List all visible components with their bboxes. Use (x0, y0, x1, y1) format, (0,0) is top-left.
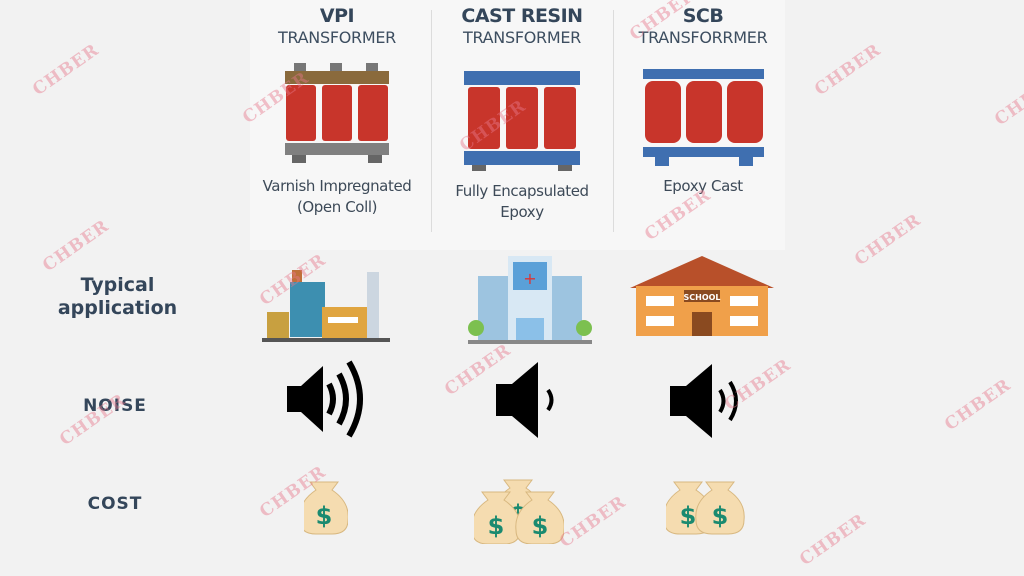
column-subtitle: TRANSFORRMER (638, 28, 768, 47)
watermark: CHBER (796, 509, 870, 571)
watermark: CHBER (811, 39, 885, 101)
column-description: Fully Encapsulated (455, 182, 589, 200)
column-description: (Open Coll) (296, 198, 378, 216)
divider (613, 10, 614, 232)
watermark: CHBER (556, 491, 630, 553)
speaker-medium-icon (670, 364, 738, 438)
watermark: CHBER (941, 374, 1015, 436)
column-scb: SCB TRANSFORRMER Epoxy Cast (613, 0, 793, 197)
column-description: Epoxy Cast (663, 177, 743, 195)
watermark: CHBER (991, 69, 1024, 131)
column-description: Varnish Impregnated (262, 177, 412, 195)
school-sign: SCHOOL (683, 293, 720, 302)
scb-transformer-icon (642, 69, 764, 166)
row-label-noise: NOISE (83, 396, 147, 416)
school-icon: SCHOOL (630, 256, 774, 336)
column-title: CAST RESIN (461, 5, 583, 27)
column-subtitle: TRANSFORMER (463, 28, 581, 47)
column-title: SCB (682, 5, 724, 27)
watermark: CHBER (851, 209, 925, 271)
vpi-transformer-icon (285, 63, 389, 163)
row-label-cost: COST (87, 494, 143, 514)
column-subtitle: TRANSFORMER (278, 28, 396, 47)
cast-resin-transformer-icon (464, 71, 580, 171)
factory-icon (262, 270, 390, 342)
money-bags-two-icon (666, 481, 745, 535)
watermark: CHBER (39, 215, 113, 277)
speaker-loud-icon (287, 360, 363, 438)
column-title: VPI (319, 5, 355, 27)
svg-text:+: + (523, 269, 536, 288)
money-bags-three-icon (474, 479, 564, 544)
column-vpi: VPI TRANSFORMER Varnish Impregnated (Open… (247, 0, 427, 218)
divider (431, 10, 432, 232)
column-description: Epoxy (500, 203, 544, 221)
speaker-quiet-icon (496, 362, 554, 438)
hospital-icon: + (468, 256, 592, 344)
watermark: CHBER (29, 39, 103, 101)
column-cast-resin: CAST RESIN TRANSFORMER Fully Encapsulate… (432, 0, 612, 223)
